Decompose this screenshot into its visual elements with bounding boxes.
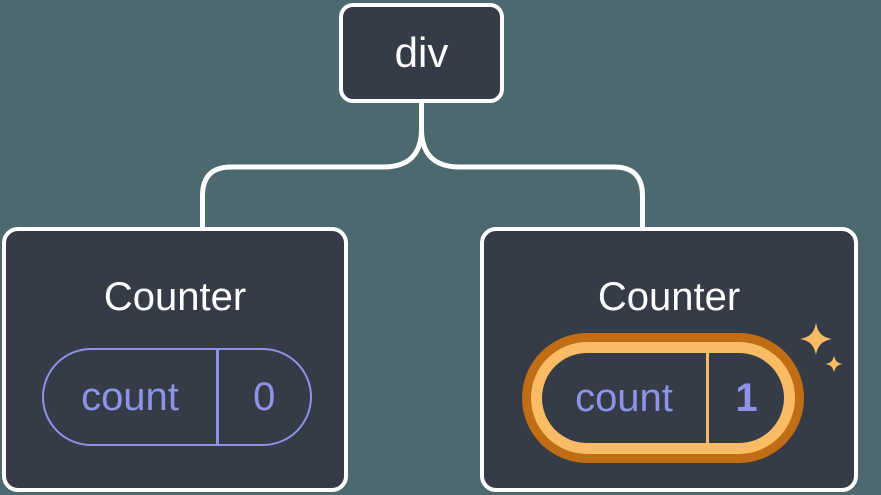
connector-right-branch [419,126,645,229]
state-pill-left: count 0 [42,348,312,446]
state-pill-highlighted: count 1 [522,333,804,463]
pill-divider-left [216,350,219,444]
connector-left-branch [200,126,424,229]
counter-card-left: Counter count 0 [2,227,348,492]
component-title-left: Counter [103,275,247,319]
counter-card-right: Counter count 1 [480,227,858,492]
root-node-div: div [339,3,504,103]
state-key-left: count [81,375,179,419]
state-key-right: count [575,376,673,420]
state-value-right: 1 [735,376,758,420]
component-title-right: Counter [597,275,741,319]
state-pill-right: count 1 [542,353,784,443]
root-node-label: div [394,29,449,76]
state-value-left: 0 [253,375,276,419]
state-pill-highlight-ring: count 1 [531,342,795,454]
pill-divider-right [706,353,709,443]
